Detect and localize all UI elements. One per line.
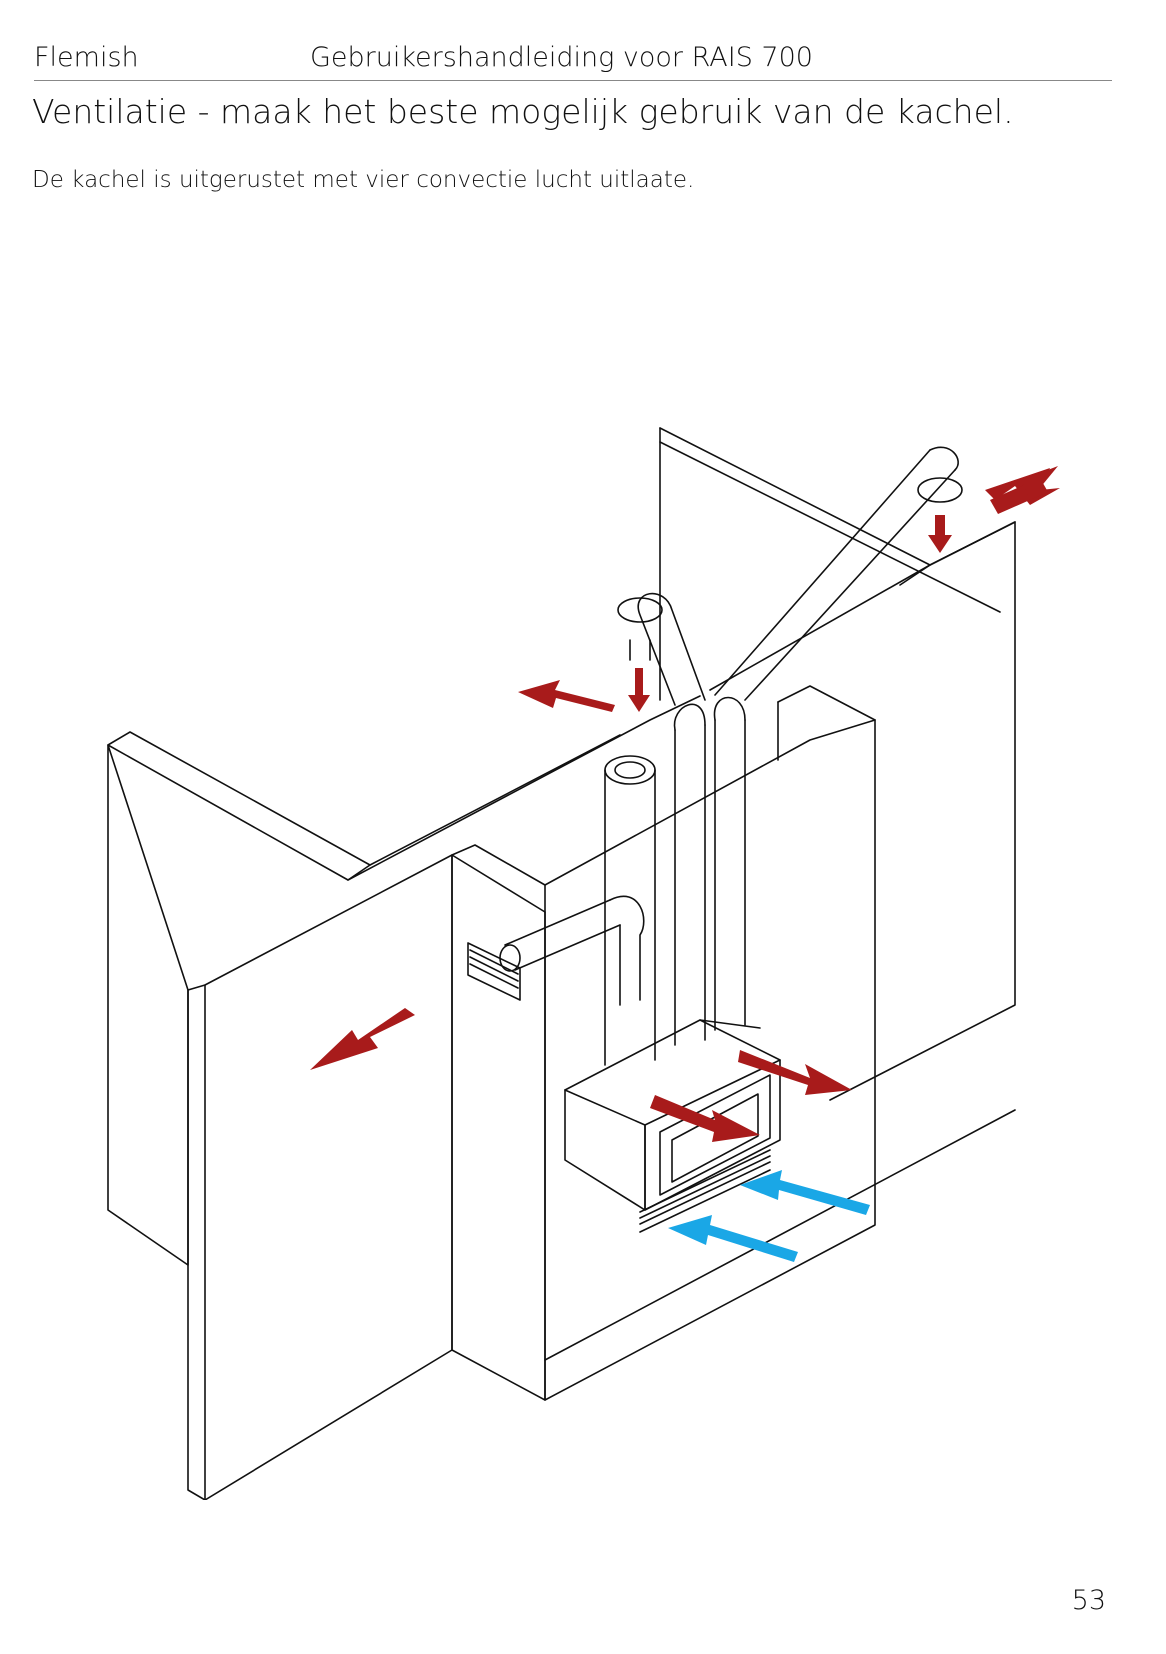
front-wall	[187, 854, 453, 1500]
pipe-middle	[674, 724, 706, 1046]
pipe-right	[714, 719, 746, 1031]
left-wall	[107, 744, 189, 1266]
grille-lower	[639, 1149, 771, 1233]
header-language: Flemish	[34, 42, 139, 73]
page-number: 53	[1071, 1585, 1106, 1616]
hot-air-arrow-down-mid	[628, 668, 650, 712]
section-title: Ventilatie - maak het beste mogelijk geb…	[32, 92, 1014, 131]
ceiling-beam	[659, 441, 1001, 613]
hot-air-arrow-down-top	[928, 515, 952, 553]
stove-ventilation-diagram	[107, 427, 1060, 1500]
header-title: Gebruikershandleiding voor RAIS 700	[310, 42, 813, 73]
pipe-left	[604, 769, 656, 1066]
cold-air-arrow-upper	[740, 1170, 870, 1215]
page-header: Flemish Gebruikershandleiding voor RAIS …	[34, 40, 1112, 81]
hot-air-arrow-insert-right	[738, 1050, 852, 1095]
hot-air-arrow-insert-front	[650, 1095, 760, 1142]
chimney-box	[451, 854, 546, 1401]
grille-upper	[467, 942, 521, 1001]
hot-air-arrow-left-room	[310, 1008, 415, 1070]
intro-text: De kachel is uitgerustet met vier convec…	[32, 167, 695, 193]
back-wall	[659, 427, 1016, 1101]
pipe-horizontal	[504, 899, 621, 971]
cold-air-arrow-lower	[668, 1215, 798, 1262]
fireplace-insert	[564, 1089, 646, 1211]
hot-air-arrow-left-ceiling	[518, 680, 615, 712]
